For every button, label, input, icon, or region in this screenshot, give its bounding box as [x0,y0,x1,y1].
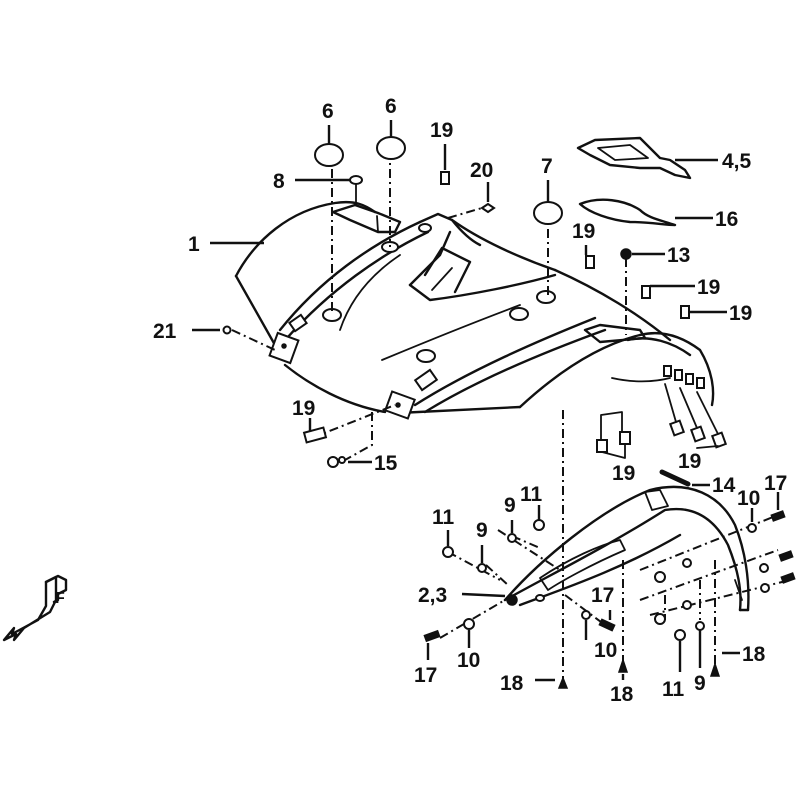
cap-6-left [314,143,344,167]
cover-right-clips [663,365,705,389]
callout-16: 16 [715,208,738,231]
callout-6: 6 [322,100,334,123]
callout-18: 18 [500,672,524,695]
callout-15: 15 [374,452,398,475]
callout-19: 19 [729,302,752,325]
callout-17: 17 [414,664,437,687]
callout-14: 14 [712,474,736,497]
cap-6-right [376,136,406,160]
callout-9: 9 [476,519,488,542]
seal-16 [578,198,677,227]
callout-18: 18 [610,683,634,706]
callout-19: 19 [678,450,701,473]
callout-18: 18 [742,643,766,666]
callout-17: 17 [764,472,787,495]
front-direction-arrow-icon: F [2,574,68,642]
callout-19: 19 [572,220,595,243]
callout-19: 19 [612,462,635,485]
callout-19: 19 [292,397,315,420]
callout-9: 9 [694,672,706,695]
callout-10: 10 [594,639,617,662]
top-cover-panel [576,136,692,180]
callout-20: 20 [470,159,493,182]
callout-10: 10 [737,487,760,510]
callout-10: 10 [457,649,480,672]
callout-7: 7 [541,155,553,178]
callout-labels: 1 2,3 4,5 6 6 7 8 9 9 9 10 10 10 11 11 1… [153,95,787,706]
callout-11: 11 [662,678,685,701]
cap-7 [533,201,563,225]
callout-19: 19 [430,119,453,142]
callout-19: 19 [697,276,720,299]
callout-13: 13 [667,244,690,267]
callout-17: 17 [591,584,614,607]
callout-9: 9 [504,494,516,517]
front-body-cover [234,200,715,420]
callout-2-3: 2,3 [418,584,447,607]
callout-8: 8 [273,170,285,193]
callout-11: 11 [432,506,455,529]
callout-6: 6 [385,95,397,118]
callout-1: 1 [188,233,200,256]
callout-21: 21 [153,320,177,343]
front-marker-label: F [55,590,65,607]
leader-lines [192,120,780,682]
callout-4-5: 4,5 [722,150,752,173]
small-parts [222,136,796,689]
callout-11: 11 [520,483,543,506]
